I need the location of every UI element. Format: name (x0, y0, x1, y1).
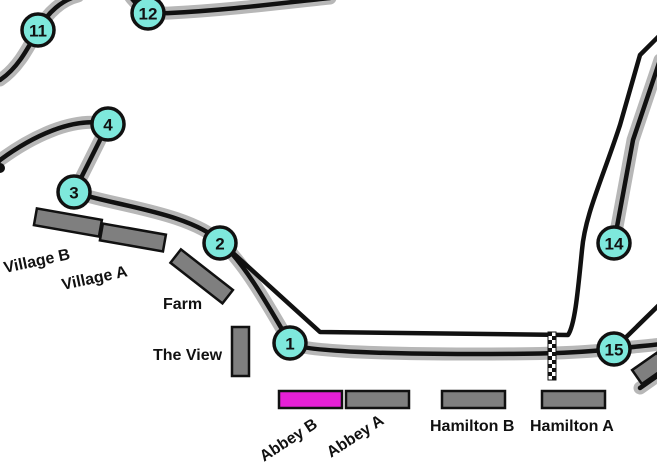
turn-marker-11[interactable]: 11 (20, 12, 56, 48)
grandstand-farm[interactable]: Farm (163, 247, 235, 313)
grandstand-label-abbey-a: Abbey A (324, 412, 388, 462)
grandstand-label-abbey-b: Abbey B (257, 416, 321, 466)
grandstand-partial-right[interactable] (630, 351, 657, 386)
grandstand-village-a[interactable]: Village A (60, 222, 168, 294)
checkered-flag-icon (547, 331, 557, 381)
turn-label-14: 14 (605, 235, 624, 254)
turn-markers: 1 2 3 4 11 12 14 15 (20, 0, 632, 367)
track-shadow (0, 0, 657, 395)
grandstand-label-village-b: Village B (2, 246, 71, 277)
grandstand-label-farm: Farm (163, 296, 202, 313)
turn-label-1: 1 (285, 335, 294, 354)
turn-marker-15[interactable]: 15 (596, 331, 632, 367)
turn-label-12: 12 (139, 5, 158, 24)
turn-marker-1[interactable]: 1 (272, 325, 308, 361)
turn-label-3: 3 (69, 184, 78, 203)
grandstand-label-the-view: The View (153, 347, 223, 364)
turn-marker-2[interactable]: 2 (202, 225, 238, 261)
grandstand-label-hamilton-b: Hamilton B (430, 418, 514, 435)
turn-label-11: 11 (29, 22, 47, 41)
turn-label-4: 4 (103, 116, 113, 135)
turn-marker-4[interactable]: 4 (90, 106, 126, 142)
grandstand-label-hamilton-a: Hamilton A (530, 418, 614, 435)
turn-label-15: 15 (605, 341, 624, 360)
grandstand-label-village-a: Village A (60, 263, 129, 294)
track (0, 0, 657, 395)
turn-marker-12[interactable]: 12 (130, 0, 166, 31)
grandstand-hamilton-b[interactable]: Hamilton B (430, 389, 514, 435)
turn-marker-3[interactable]: 3 (56, 174, 92, 210)
grandstand-hamilton-a[interactable]: Hamilton A (530, 389, 614, 435)
grandstand-the-view[interactable]: The View (153, 325, 251, 378)
track-edge-marker (0, 163, 5, 173)
turn-label-2: 2 (215, 235, 224, 254)
grandstand-village-b[interactable]: Village B (2, 206, 104, 277)
turn-marker-14[interactable]: 14 (596, 225, 632, 261)
